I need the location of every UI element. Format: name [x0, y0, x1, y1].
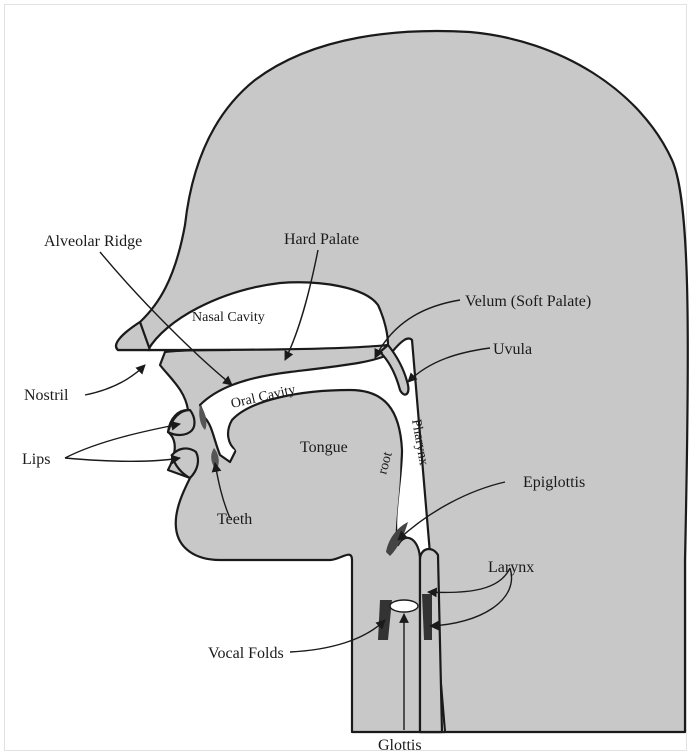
upper-lip-shape	[168, 410, 195, 435]
teeth-label: Teeth	[217, 511, 252, 528]
uvula-label: Uvula	[493, 341, 532, 358]
alveolar-ridge-label: Alveolar Ridge	[44, 233, 142, 250]
hard-palate-label: Hard Palate	[284, 231, 359, 248]
nostril-label: Nostril	[24, 387, 69, 404]
epiglottis-label: Epiglottis	[523, 474, 585, 491]
tongue-label: Tongue	[300, 439, 348, 456]
lips-label: Lips	[22, 451, 50, 468]
glottis-label: Glottis	[378, 737, 422, 754]
glottis-opening	[390, 600, 418, 612]
larynx-label: Larynx	[488, 559, 534, 576]
velum-label: Velum (Soft Palate)	[465, 293, 591, 310]
larynx-column	[420, 549, 442, 732]
nasal-cavity-label: Nasal Cavity	[192, 310, 265, 325]
vocal-folds-label: Vocal Folds	[208, 645, 284, 662]
